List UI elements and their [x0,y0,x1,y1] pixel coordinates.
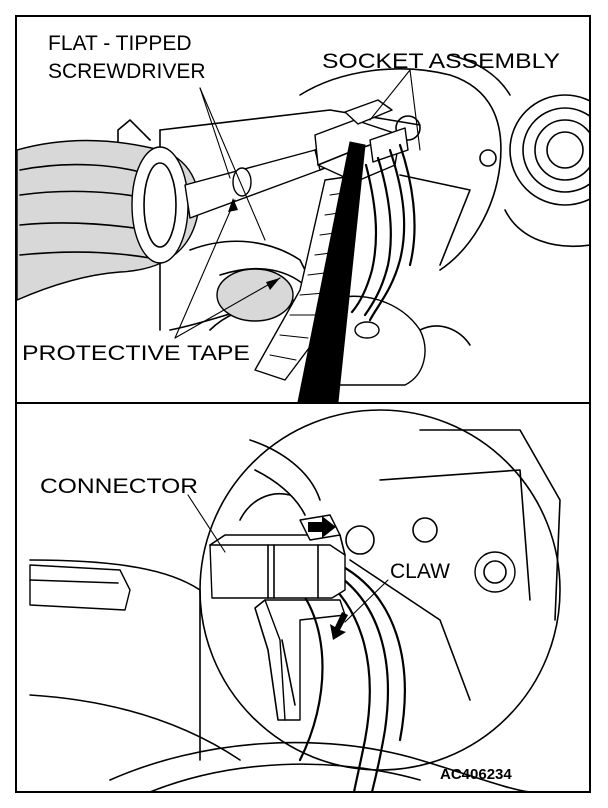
bottom-leader-lines [187,494,389,623]
bottom-panel: CONNECTOR CLAW AC406234 [29,409,561,791]
label-connector: CONNECTOR [40,475,198,498]
claw-bracket [254,599,346,721]
top-panel: FLAT - TIPPED SCREWDRIVER SOCKET ASSEMBL… [17,32,589,402]
screwdriver-illustration [17,139,351,301]
column-circles [449,54,589,248]
label-claw: CLAW [390,560,450,583]
slide-arrow [308,516,336,538]
switch-housing-bottom [29,409,561,791]
screwdriver-blade [297,141,366,402]
claw-press-arrow [330,612,348,640]
label-screwdriver-line2: SCREWDRIVER [48,60,206,83]
movement-arrows [308,516,348,640]
harness-wires [298,563,406,791]
screwdriver-arrowhead [228,198,238,212]
top-leader-lines [174,69,421,339]
label-screwdriver-line1: FLAT - TIPPED [48,32,192,55]
figure-code: AC406234 [440,766,512,783]
label-protective-tape: PROTECTIVE TAPE [22,342,250,365]
label-socket-assembly: SOCKET ASSEMBLY [322,50,560,73]
tape-arrowhead [266,278,280,290]
